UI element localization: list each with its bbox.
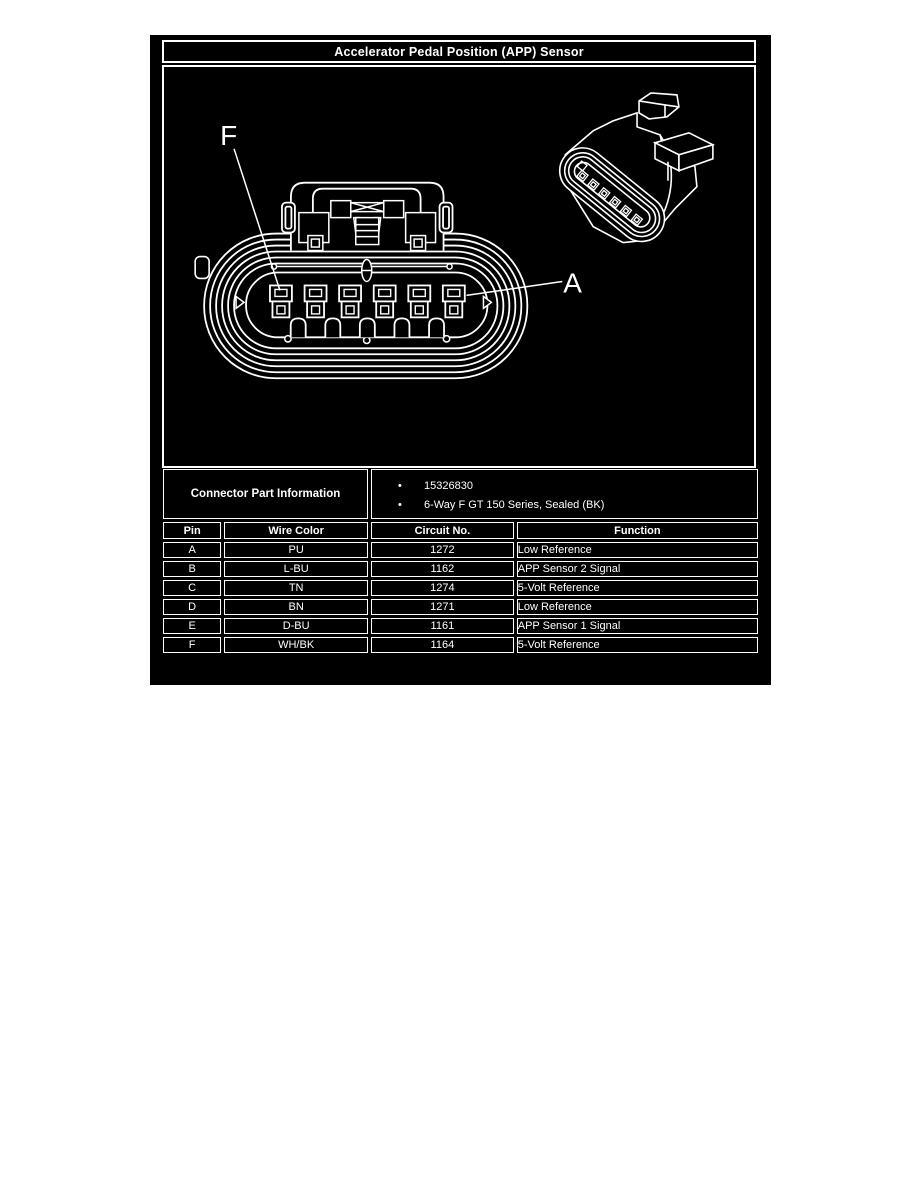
wire-color-cell: TN [224,580,369,596]
terminal-4 [372,284,397,319]
table-row-c: C TN 1274 5-Volt Reference [163,580,758,596]
terminal-6 [441,284,466,319]
connector-part-info-label: Connector Part Information [163,469,369,519]
leader-line-f [233,148,281,291]
header-circuit-no: Circuit No. [371,522,514,539]
connector-3d-view [558,92,716,244]
part-number-item: • 15326830 [372,477,757,496]
tower-base-tab-left [307,234,324,252]
circuit-cell: 1271 [371,599,514,615]
leader-line-a [466,280,563,297]
table-row-d: D BN 1271 Low Reference [163,599,758,615]
terminal-row [269,284,466,319]
connector-info-table: Connector Part Information • 15326830 • … [160,466,761,656]
function-cell: APP Sensor 1 Signal [516,618,758,634]
seal-side-tab [194,255,210,280]
terminal-5 [407,284,432,319]
bullet-icon: • [398,499,402,511]
function-cell: Low Reference [516,599,758,615]
wire-color-cell: BN [224,599,369,615]
circuit-cell: 1161 [371,618,514,634]
diagram-title-box: Accelerator Pedal Position (APP) Sensor [162,40,756,63]
pin-label-a: A [563,267,582,298]
index-notch-left [235,294,246,310]
table-row-e: E D-BU 1161 APP Sensor 1 Signal [163,618,758,634]
function-cell: 5-Volt Reference [516,637,758,653]
circuit-cell: 1272 [371,542,514,558]
3d-latch-arm [652,131,716,181]
pin-cell: D [163,599,222,615]
pin-cell: B [163,561,222,577]
wire-color-cell: D-BU [224,618,369,634]
wire-color-cell: WH/BK [224,637,369,653]
connector-line-art: F A [194,92,716,380]
pin-cell: A [163,542,222,558]
circuit-cell: 1164 [371,637,514,653]
connector-part-info-row: Connector Part Information • 15326830 • … [163,469,758,519]
connector-tables: Connector Part Information • 15326830 • … [160,466,761,656]
header-function: Function [516,522,758,539]
wire-color-cell: L-BU [224,561,369,577]
function-cell: APP Sensor 2 Signal [516,561,758,577]
tower-base-tab-right [409,234,427,252]
table-row-a: A PU 1272 Low Reference [163,542,758,558]
pin-cell: F [163,637,222,653]
page-title: Accelerator Pedal Position (APP) Sensor [334,44,584,59]
header-wire-color: Wire Color [224,522,369,539]
table-row-f: F WH/BK 1164 5-Volt Reference [163,637,758,653]
pin-cell: C [163,580,222,596]
3d-mating-face [558,147,666,243]
function-cell: 5-Volt Reference [516,580,758,596]
header-pin: Pin [163,522,222,539]
latch-mechanism [298,199,437,252]
cavity-arches [289,317,445,338]
circuit-cell: 1274 [371,580,514,596]
wire-color-cell: PU [224,542,369,558]
series-item: • 6-Way F GT 150 Series, Sealed (BK) [372,496,757,515]
table-row-b: B L-BU 1162 APP Sensor 2 Signal [163,561,758,577]
index-notch-right [482,294,493,310]
bullet-icon: • [398,480,402,492]
connector-diagram-panel: Accelerator Pedal Position (APP) Sensor [150,35,771,685]
function-cell: Low Reference [516,542,758,558]
pin-label-f: F [220,120,237,151]
terminal-2 [303,284,328,319]
circuit-cell: 1162 [371,561,514,577]
cavity-details [235,258,493,345]
terminal-3 [338,284,362,319]
connector-drawing-area: F A [162,65,756,468]
pin-table-header-row: Pin Wire Color Circuit No. Function [163,522,758,539]
3d-latch-tower [638,92,680,120]
terminal-1 [269,284,293,319]
pin-cell: E [163,618,222,634]
connector-part-info-values: • 15326830 • 6-Way F GT 150 Series, Seal… [371,469,758,519]
